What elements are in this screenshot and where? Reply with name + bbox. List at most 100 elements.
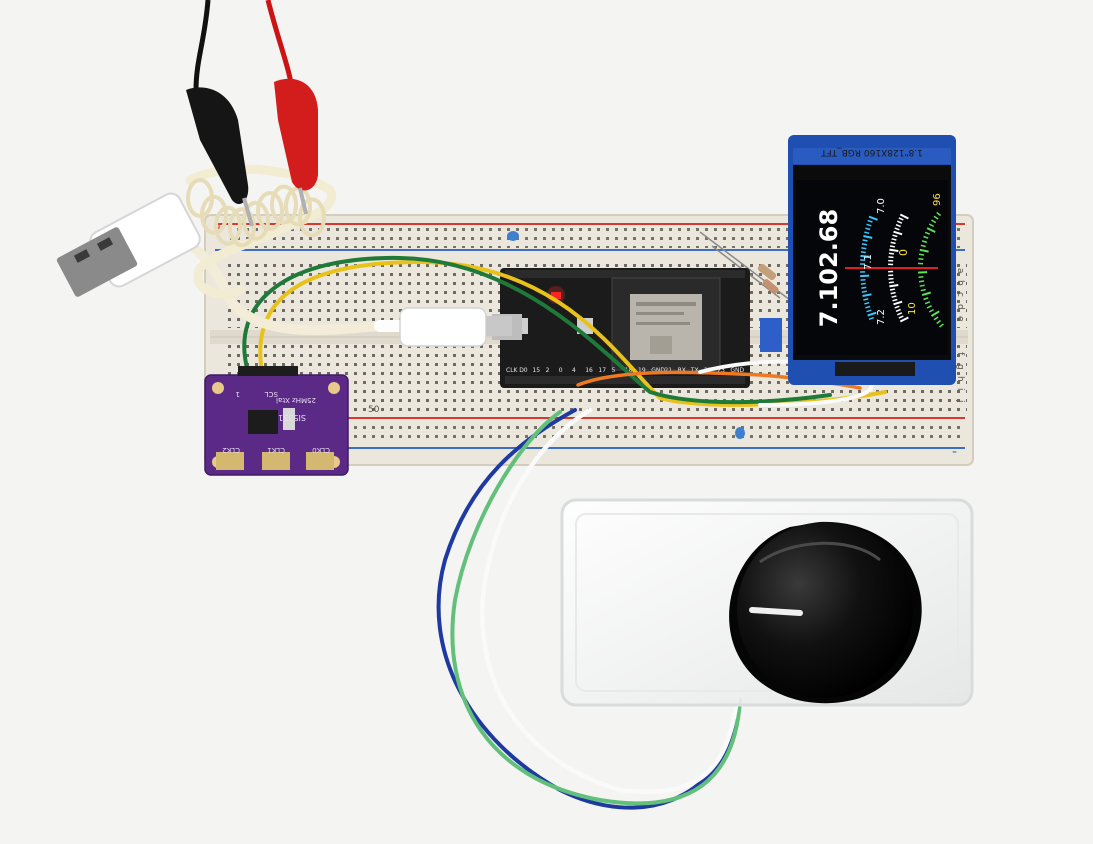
scale-tick-outer xyxy=(918,253,925,256)
scale-tick-outer xyxy=(936,319,942,325)
scale-tick-outer xyxy=(939,323,944,328)
scale-tick-inner xyxy=(868,316,874,321)
scale-tick-outer xyxy=(918,280,925,283)
capacitor-bottom xyxy=(735,427,745,439)
coil-ring xyxy=(298,197,326,238)
scale-label-0: 0 xyxy=(897,249,910,256)
scale-tick-inner xyxy=(868,215,878,221)
scale-tick-mid xyxy=(891,295,897,298)
scale-tick-outer xyxy=(930,310,940,317)
pin-label-1: 1 xyxy=(236,390,240,398)
scale-tick-outer xyxy=(924,301,931,305)
esp32-pin-label: D0 xyxy=(519,367,528,374)
esp32-pin-label: 18 xyxy=(625,367,633,374)
scale-tick-inner xyxy=(867,219,873,223)
scale-tick-mid xyxy=(897,220,903,224)
esp32-pin-label: 23 xyxy=(717,367,725,374)
power-led xyxy=(551,292,561,299)
scale-tick-outer xyxy=(936,211,942,217)
scale-tick-mid xyxy=(889,245,896,248)
row-letter: a xyxy=(955,268,965,274)
scale-tick-mid xyxy=(888,281,894,284)
si5351-module: SI5351 25MHz Xtal SCL 1 CLK2 CLK1 CLK0 xyxy=(204,366,349,476)
esp32-pin-label: GND xyxy=(651,367,665,374)
scale-tick-mid xyxy=(888,256,894,259)
scale-tick-outer xyxy=(918,271,928,274)
scale-tick-outer xyxy=(920,288,926,292)
coil-ring xyxy=(242,200,270,241)
row-letter: j xyxy=(955,399,965,403)
row-letter: d xyxy=(955,304,965,310)
scale-tick-inner xyxy=(861,286,867,289)
esp32-pin-label: 2 xyxy=(546,367,550,374)
scale-tick-outer xyxy=(933,316,939,321)
si5351-chip xyxy=(248,410,278,434)
scale-tick-inner xyxy=(865,305,871,309)
esp32-pin-label: 21 xyxy=(664,367,672,374)
pin-label-scl: SCL xyxy=(265,390,278,398)
scale-tick-mid xyxy=(893,300,903,306)
row-letter: f xyxy=(955,352,965,356)
scale-tick-inner xyxy=(861,290,868,293)
esp32-pin-label: TX xyxy=(690,367,699,374)
scale-tick-mid xyxy=(898,315,904,319)
scale-tick-mid xyxy=(898,217,904,221)
scale-tick-inner xyxy=(860,251,866,254)
scale-tick-inner xyxy=(863,235,873,239)
esp32-pin-label: 15 xyxy=(532,367,540,374)
capacitor-top xyxy=(507,231,519,241)
scale-tick-inner xyxy=(860,254,870,258)
blue-trimmer xyxy=(760,318,782,352)
scale-tick-mid xyxy=(894,227,900,231)
scale-tick-outer xyxy=(921,240,928,244)
rail-minus-bottom: - xyxy=(952,444,957,460)
scale-tick-outer xyxy=(920,244,926,248)
scale-tick-inner xyxy=(861,247,867,250)
coil-ring xyxy=(200,194,228,235)
scale-tick-mid xyxy=(893,230,903,236)
scale-tick-inner xyxy=(864,231,870,235)
scale-tick-outer xyxy=(919,284,925,287)
frequency-readout: 7.102.68 xyxy=(815,209,843,327)
scale-tick-inner xyxy=(866,309,872,313)
alligator-clip-icon xyxy=(186,0,318,227)
scale-tick-outer xyxy=(921,291,931,297)
row-letter: g xyxy=(955,364,965,370)
esp32-pin-label: 19 xyxy=(638,367,646,374)
scale-tick-mid xyxy=(888,252,894,255)
scale-tick-mid xyxy=(889,248,899,252)
scale-tick-inner xyxy=(862,293,872,297)
scale-tick-inner xyxy=(866,223,872,227)
scale-tick-outer xyxy=(918,275,924,278)
scale-tick-outer xyxy=(928,308,934,313)
row-letter: i xyxy=(955,388,965,391)
scale-tick-mid xyxy=(892,234,898,238)
usb-plug-icon xyxy=(56,192,201,297)
row-letter: e xyxy=(955,316,965,322)
scale-tick-inner xyxy=(860,274,870,278)
scale-tick-inner xyxy=(864,301,870,305)
scale-tick-mid xyxy=(897,312,903,316)
esp32-pin-label: 4 xyxy=(572,367,576,374)
coil-ring xyxy=(256,190,284,231)
scale-tick-mid xyxy=(890,241,896,245)
rotary-knob-icon[interactable] xyxy=(729,521,922,704)
scale-label-10: 10 xyxy=(907,302,918,315)
scale-tick-mid xyxy=(888,277,894,280)
scale-label-7-2: 7.2 xyxy=(876,309,887,325)
esp32-pin-label: CLK xyxy=(506,367,519,374)
coil-ring xyxy=(270,184,298,225)
scale-label-7-0: 7.0 xyxy=(876,198,887,214)
scale-tick-mid xyxy=(889,284,899,288)
row-letter: b xyxy=(955,280,965,286)
scale-tick-inner xyxy=(863,298,869,301)
scale-tick-mid xyxy=(895,224,901,228)
crystal-label: 25MHz Xtal xyxy=(276,396,316,404)
esp32-pin-label: 0 xyxy=(559,367,563,374)
tft-header-label: 1.8"128X160 RGB_TFT xyxy=(821,147,923,157)
si5351-chip-label: SI5351 xyxy=(278,413,306,422)
scale-tick-outer xyxy=(923,297,929,301)
scale-tick-mid xyxy=(899,316,909,323)
